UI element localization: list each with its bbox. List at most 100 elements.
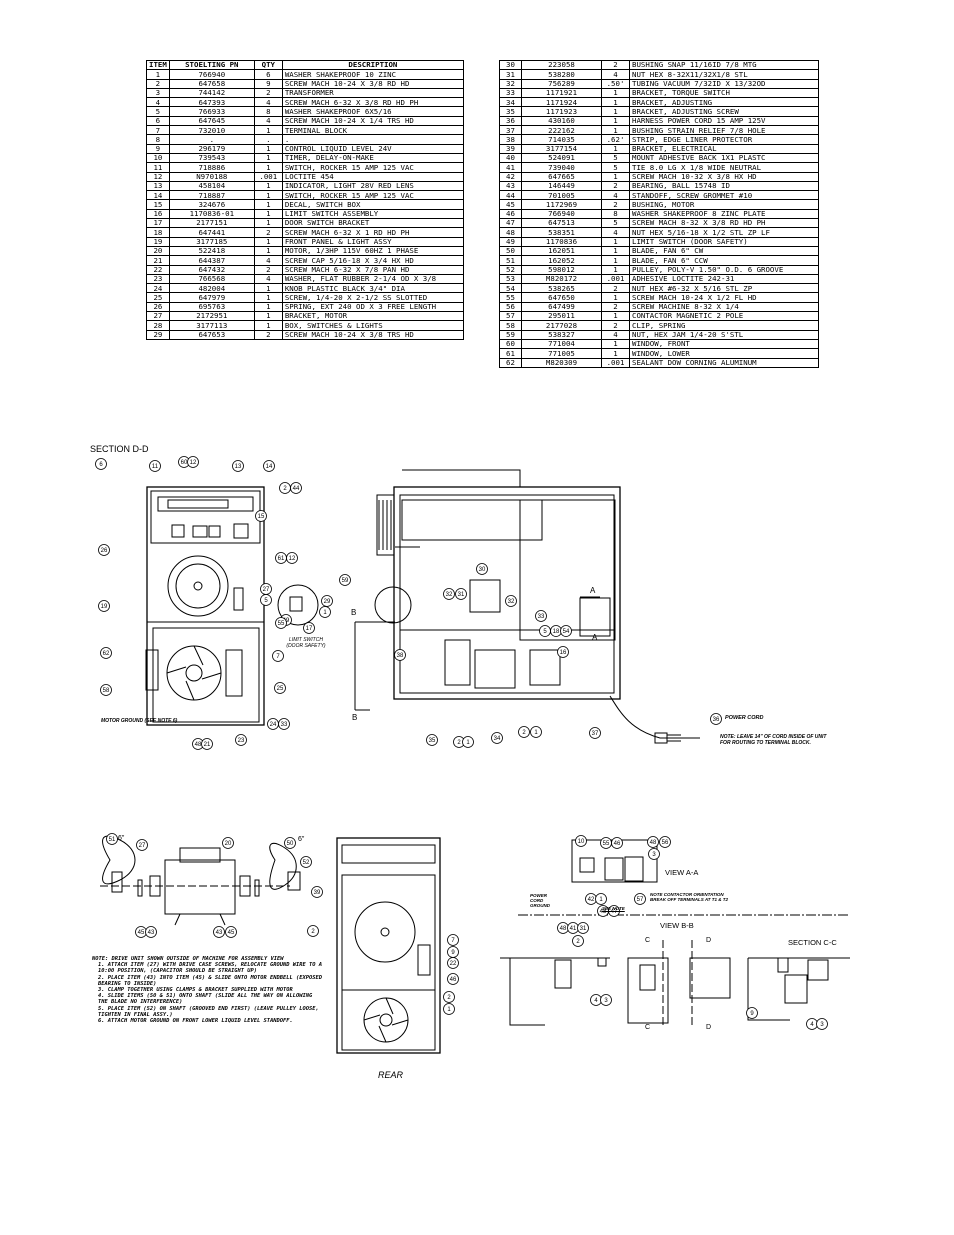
callout-bubble: 2 xyxy=(279,482,291,494)
svg-text:2: 2 xyxy=(447,995,451,1001)
svg-text:12: 12 xyxy=(190,460,197,466)
svg-text:36: 36 xyxy=(713,717,720,723)
svg-text:43: 43 xyxy=(148,930,155,936)
svg-text:2: 2 xyxy=(457,740,461,746)
callout-bubble: 3 xyxy=(648,848,660,860)
section-mark-d-2: D xyxy=(706,1024,712,1031)
callout-bubble: 33 xyxy=(535,610,547,622)
svg-text:15: 15 xyxy=(258,514,265,520)
svg-text:45: 45 xyxy=(138,930,145,936)
svg-text:23: 23 xyxy=(238,738,245,744)
svg-text:1: 1 xyxy=(599,897,603,903)
svg-text:4: 4 xyxy=(810,1022,814,1028)
svg-text:55: 55 xyxy=(603,841,610,847)
svg-text:34: 34 xyxy=(494,736,501,742)
svg-text:6: 6 xyxy=(99,462,103,468)
callout-bubble: 1 xyxy=(530,726,542,738)
svg-text:5: 5 xyxy=(264,598,268,604)
callout-bubble: 52 xyxy=(300,856,312,868)
section-mark-c-1: C xyxy=(645,937,651,944)
svg-text:48: 48 xyxy=(650,840,657,846)
svg-text:1: 1 xyxy=(323,610,327,616)
callout-bubble: 59 xyxy=(339,574,351,586)
limit-switch-label: LIMIT SWITCH (DOOR SAFETY) xyxy=(286,637,326,649)
view-aa-title: VIEW A-A xyxy=(665,868,699,877)
svg-text:2: 2 xyxy=(522,730,526,736)
svg-text:59: 59 xyxy=(342,578,349,584)
svg-text:25: 25 xyxy=(277,686,284,692)
view-bb xyxy=(500,940,731,1026)
svg-text:16: 16 xyxy=(560,650,567,656)
callout-bubble: 21 xyxy=(201,738,213,750)
callout-bubble: 5 xyxy=(539,625,551,637)
callout-bubble: 26 xyxy=(98,544,110,556)
callout-bubble: 43 xyxy=(145,926,157,938)
svg-text:26: 26 xyxy=(101,548,108,554)
section-mark-a-bottom: A xyxy=(592,633,598,642)
front-view xyxy=(145,486,265,726)
callout-bubble: 13 xyxy=(232,460,244,472)
svg-text:2: 2 xyxy=(311,929,315,935)
contactor-note: NOTE CONTACTOR ORIENTATION BREAK OFF TER… xyxy=(650,892,728,902)
callout-bubble: 3 xyxy=(600,994,612,1006)
callout-bubble: 14 xyxy=(263,460,275,472)
section-cc xyxy=(747,957,850,1021)
callout-bubble: 62 xyxy=(100,647,112,659)
callout-bubble: 33 xyxy=(278,718,290,730)
callout-bubble: 43 xyxy=(213,926,225,938)
callout-bubble: 25 xyxy=(274,682,286,694)
svg-text:27: 27 xyxy=(263,587,270,593)
section-mark-b-top: B xyxy=(351,608,357,617)
assembly-notes: NOTE: DRIVE UNIT SHOWN OUTSIDE OF MACHIN… xyxy=(92,956,322,1024)
svg-text:24: 24 xyxy=(270,722,277,728)
svg-text:3: 3 xyxy=(652,852,656,858)
section-cc-title: SECTION C-C xyxy=(788,938,837,947)
callout-bubble: 51 xyxy=(106,833,118,845)
callout-bubble: 2 xyxy=(307,925,319,937)
callout-bubble: 9 xyxy=(746,1007,758,1019)
callout-bubble: 32 xyxy=(443,588,455,600)
section-dd-title: SECTION D-D xyxy=(90,444,149,454)
svg-text:43: 43 xyxy=(216,930,223,936)
svg-text:54: 54 xyxy=(563,629,570,635)
callout-bubble: 61 xyxy=(275,552,287,564)
assembly-note: 3. CLAMP TOGETHER USING CLAMPS & BRACKET… xyxy=(98,987,293,994)
assembly-note: 2. PLACE ITEM (43) INTO ITEM (45) & SLID… xyxy=(98,974,322,987)
callout-bubble: 2 xyxy=(443,991,455,1003)
svg-text:2: 2 xyxy=(283,486,287,492)
svg-text:47: 47 xyxy=(611,909,618,915)
power-cord-label: POWER CORD xyxy=(725,715,764,721)
svg-text:7: 7 xyxy=(276,654,280,660)
rear-label: REAR xyxy=(378,1070,404,1080)
callout-bubble: 4 xyxy=(806,1018,818,1030)
callout-bubble: 29 xyxy=(321,595,333,607)
callout-bubble: 38 xyxy=(394,649,406,661)
motor-ground-label: MOTOR GROUND (SEE NOTE 6) xyxy=(101,718,178,724)
view-aa xyxy=(518,839,850,916)
svg-text:18: 18 xyxy=(553,629,560,635)
svg-text:7: 7 xyxy=(451,938,455,944)
svg-text:4: 4 xyxy=(594,998,598,1004)
svg-text:1: 1 xyxy=(447,1007,451,1013)
svg-text:1: 1 xyxy=(466,740,470,746)
callout-bubble: 48 xyxy=(557,922,569,934)
svg-text:3: 3 xyxy=(604,998,608,1004)
svg-text:55: 55 xyxy=(278,621,285,627)
svg-text:1: 1 xyxy=(534,730,538,736)
svg-text:48: 48 xyxy=(600,909,607,915)
svg-text:27: 27 xyxy=(139,843,146,849)
svg-text:9: 9 xyxy=(750,1011,754,1017)
svg-text:37: 37 xyxy=(592,731,599,737)
callout-bubble: 11 xyxy=(149,460,161,472)
svg-text:2: 2 xyxy=(576,939,580,945)
svg-text:30: 30 xyxy=(479,567,486,573)
callout-bubble: 44 xyxy=(290,482,302,494)
svg-text:48: 48 xyxy=(195,742,202,748)
assembly-note: 6. ATTACH MOTOR GROUND ON FRONT LOWER LI… xyxy=(98,1018,293,1025)
view-bb-title: VIEW B-B xyxy=(660,921,694,930)
